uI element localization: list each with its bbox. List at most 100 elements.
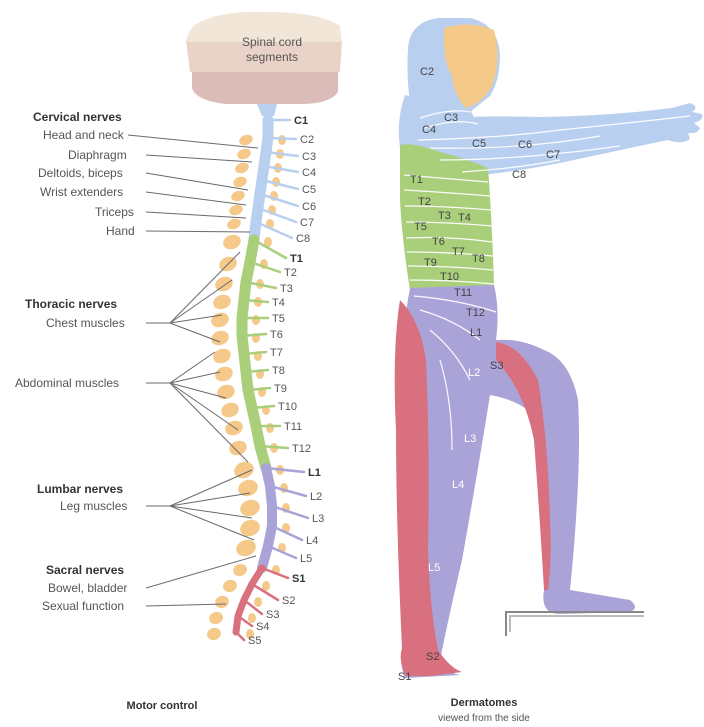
segment-label-l5: L5 [300,553,312,565]
label-sexual-function: Sexual function [42,599,124,613]
brain-label-line2: segments [246,50,298,64]
vertebra-body [219,400,241,419]
dermatome-label-t1: T1 [410,174,423,186]
segment-label-t12: T12 [292,443,311,455]
header-cervical-nerves: Cervical nerves [33,110,122,124]
brain-illustration: Spinal cord segments [186,12,342,116]
segment-label-t9: T9 [274,383,287,395]
vertebra-body [236,147,253,161]
vertebra-body [221,232,243,251]
segment-label-t5: T5 [272,313,285,325]
spinal-cord-lumbar [262,468,272,568]
vertebra-body [211,346,233,365]
dermatome-label-t11: T11 [454,287,472,299]
segment-label-s4: S4 [256,621,269,633]
label-hand: Hand [106,224,135,238]
segment-label-c6: C6 [302,201,316,213]
header-thoracic-nerves: Thoracic nerves [25,297,117,311]
legs-lumbar [401,285,635,678]
brain-bottom-band [192,70,338,104]
segment-label-c3: C3 [302,151,316,163]
vertebra-body [209,328,231,347]
dermatome-label-t5: T5 [414,221,427,233]
nerve-root-l3 [272,506,308,518]
dermatome-label-l1: L1 [470,327,482,339]
header-sacral-nerves: Sacral nerves [46,563,124,577]
segment-label-l1: L1 [308,467,321,479]
vertebra-body [223,418,245,437]
vertebra-process [252,315,260,325]
nerve-root-c7 [258,208,296,222]
vertebra-process [266,423,274,433]
vertebra-body [231,562,248,578]
segment-label-l3: L3 [312,513,324,525]
segment-label-t3: T3 [280,283,293,295]
brain-stem [257,104,277,116]
segment-label-t6: T6 [270,329,283,341]
dermatome-label-t6: T6 [432,236,445,248]
vertebra-body [234,537,258,559]
nerve-root-c8 [256,222,292,238]
dermatome-label-l5: L5 [428,562,440,574]
vertebra-body [227,438,249,457]
segment-label-l4: L4 [306,535,318,547]
segment-label-c1: C1 [294,115,308,127]
dermatome-label-l3: L3 [464,433,476,445]
header-lumbar-nerves: Lumbar nerves [37,482,123,496]
vertebra-process [278,135,286,145]
label-chest-muscles: Chest muscles [46,316,125,330]
dermatome-label-c8: C8 [512,169,526,181]
dermatome-label-l2: L2 [468,367,480,379]
segment-label-s1: S1 [292,573,305,585]
vertebra-body [207,610,224,626]
vertebra-body [211,292,233,311]
spinal-column: C1C2C3C4C5C6C7C8T1T2T3T4T5T6T7T8T9T10T11… [205,115,324,647]
label-triceps: Triceps [95,205,134,219]
vertebra-body [236,477,260,499]
vertebra-body [221,578,238,594]
dermatome-label-t3: T3 [438,210,451,222]
dermatome-label-s3: S3 [490,360,503,372]
vertebra-body [234,161,251,175]
label-head-and-neck: Head and neck [43,128,125,142]
dermatome-label-t8: T8 [472,253,485,265]
label-wrist-extenders: Wrist extenders [40,185,123,199]
vertebra-body [209,310,231,329]
caption-dermatomes-sub: viewed from the side [438,713,530,724]
vertebra-body [213,594,230,610]
dermatome-label-t9: T9 [424,257,437,269]
dermatome-label-s2: S2 [426,651,439,663]
segment-label-t1: T1 [290,253,303,265]
vertebra-body [238,133,255,147]
label-diaphragm: Diaphragm [68,148,127,162]
label-deltoids-biceps: Deltoids, biceps [38,166,123,180]
dermatome-label-t7: T7 [452,246,465,258]
segment-label-t4: T4 [272,297,285,309]
step-platform-shadow [510,616,644,632]
dermatome-label-t4: T4 [458,212,471,224]
vertebra-body [226,217,243,231]
vertebra-body [230,189,247,203]
dermatome-label-c4: C4 [422,124,436,136]
nerve-root-c2 [268,138,296,139]
segment-label-s3: S3 [266,609,279,621]
caption-motor-control: Motor control [127,700,198,712]
segment-label-c8: C8 [296,233,310,245]
nerve-root-s5 [236,632,244,640]
dermatome-label-t10: T10 [440,271,459,283]
segment-label-t10: T10 [278,401,297,413]
segment-label-t7: T7 [270,347,283,359]
label-leg-muscles: Leg muscles [60,499,127,513]
brain-label-line1: Spinal cord [242,35,302,49]
segment-label-l2: L2 [310,491,322,503]
segment-label-c4: C4 [302,167,316,179]
vertebra-body [205,626,222,642]
label-bowel-bladder: Bowel, bladder [48,581,127,595]
vertebra-body [228,203,245,217]
nerve-root-c5 [262,180,298,189]
segment-label-s2: S2 [282,595,295,607]
dermatome-label-c2: C2 [420,66,434,78]
segment-label-t8: T8 [272,365,285,377]
